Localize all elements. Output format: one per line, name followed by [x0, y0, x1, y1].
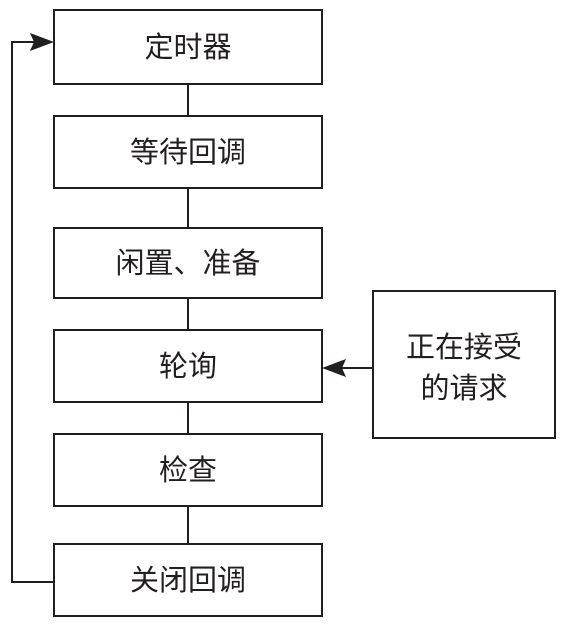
- incoming-requests-box: 正在接受 的请求: [372, 290, 556, 439]
- step-poll-label: 轮询: [159, 349, 217, 383]
- step-timers-label: 定时器: [144, 30, 231, 64]
- loop-back-arrowhead: [30, 33, 54, 51]
- step-poll: 轮询: [53, 329, 323, 403]
- step-pending-callbacks: 等待回调: [53, 115, 323, 189]
- incoming-requests-line-1: 正在接受: [406, 330, 522, 364]
- step-idle-prepare: 闲置、准备: [53, 227, 323, 299]
- step-check: 检查: [53, 433, 323, 507]
- loop-back-arrow-line: [11, 41, 54, 583]
- step-timers: 定时器: [53, 9, 323, 85]
- incoming-arrowhead: [322, 359, 346, 377]
- step-check-label: 检查: [159, 453, 217, 487]
- step-close-callbacks: 关闭回调: [53, 543, 323, 617]
- step-pending-callbacks-label: 等待回调: [130, 135, 246, 169]
- step-idle-prepare-label: 闲置、准备: [115, 246, 260, 280]
- incoming-requests-line-2: 的请求: [420, 371, 507, 405]
- step-close-callbacks-label: 关闭回调: [130, 563, 246, 597]
